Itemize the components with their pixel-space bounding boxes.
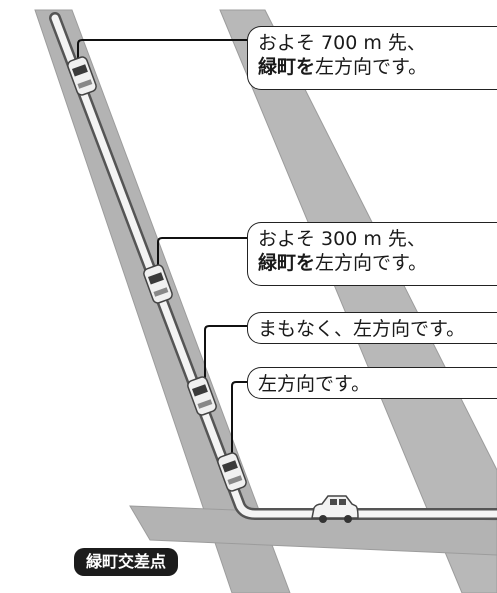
- callout-line: およそ 300 m 先、: [258, 228, 426, 250]
- callout-soon: まもなく、左方向です。: [247, 312, 497, 344]
- car-icon: [217, 452, 247, 492]
- callout-now: 左方向です。: [247, 367, 497, 399]
- connector-300m: [157, 237, 247, 270]
- callout-300m: およそ 300 m 先、 緑町を左方向です。: [247, 222, 497, 286]
- direction-text: 左方向です。: [315, 56, 428, 78]
- direction-text: 左方向です。: [315, 252, 428, 274]
- callout-line: およそ 700 m 先、: [258, 32, 426, 54]
- car-side-icon: [311, 495, 359, 523]
- callout-700m: およそ 700 m 先、 緑町を左方向です。: [247, 26, 497, 90]
- intersection-label: 緑町交差点: [74, 548, 179, 576]
- car-icon: [67, 56, 97, 96]
- callout-line: 緑町を左方向です。: [258, 251, 497, 275]
- connector-700m: [77, 39, 247, 62]
- car-icon: [187, 376, 217, 416]
- car-icon: [143, 264, 173, 304]
- callout-connectors: [77, 39, 247, 455]
- place-name: 緑町を: [258, 56, 316, 78]
- route-line: [49, 12, 497, 520]
- right-diagonal-road: [219, 9, 497, 593]
- connector-soon: [204, 325, 247, 380]
- callout-line: 緑町を左方向です。: [258, 55, 497, 79]
- connector-now: [231, 381, 247, 455]
- place-name: 緑町を: [258, 252, 316, 274]
- roads: [34, 9, 497, 593]
